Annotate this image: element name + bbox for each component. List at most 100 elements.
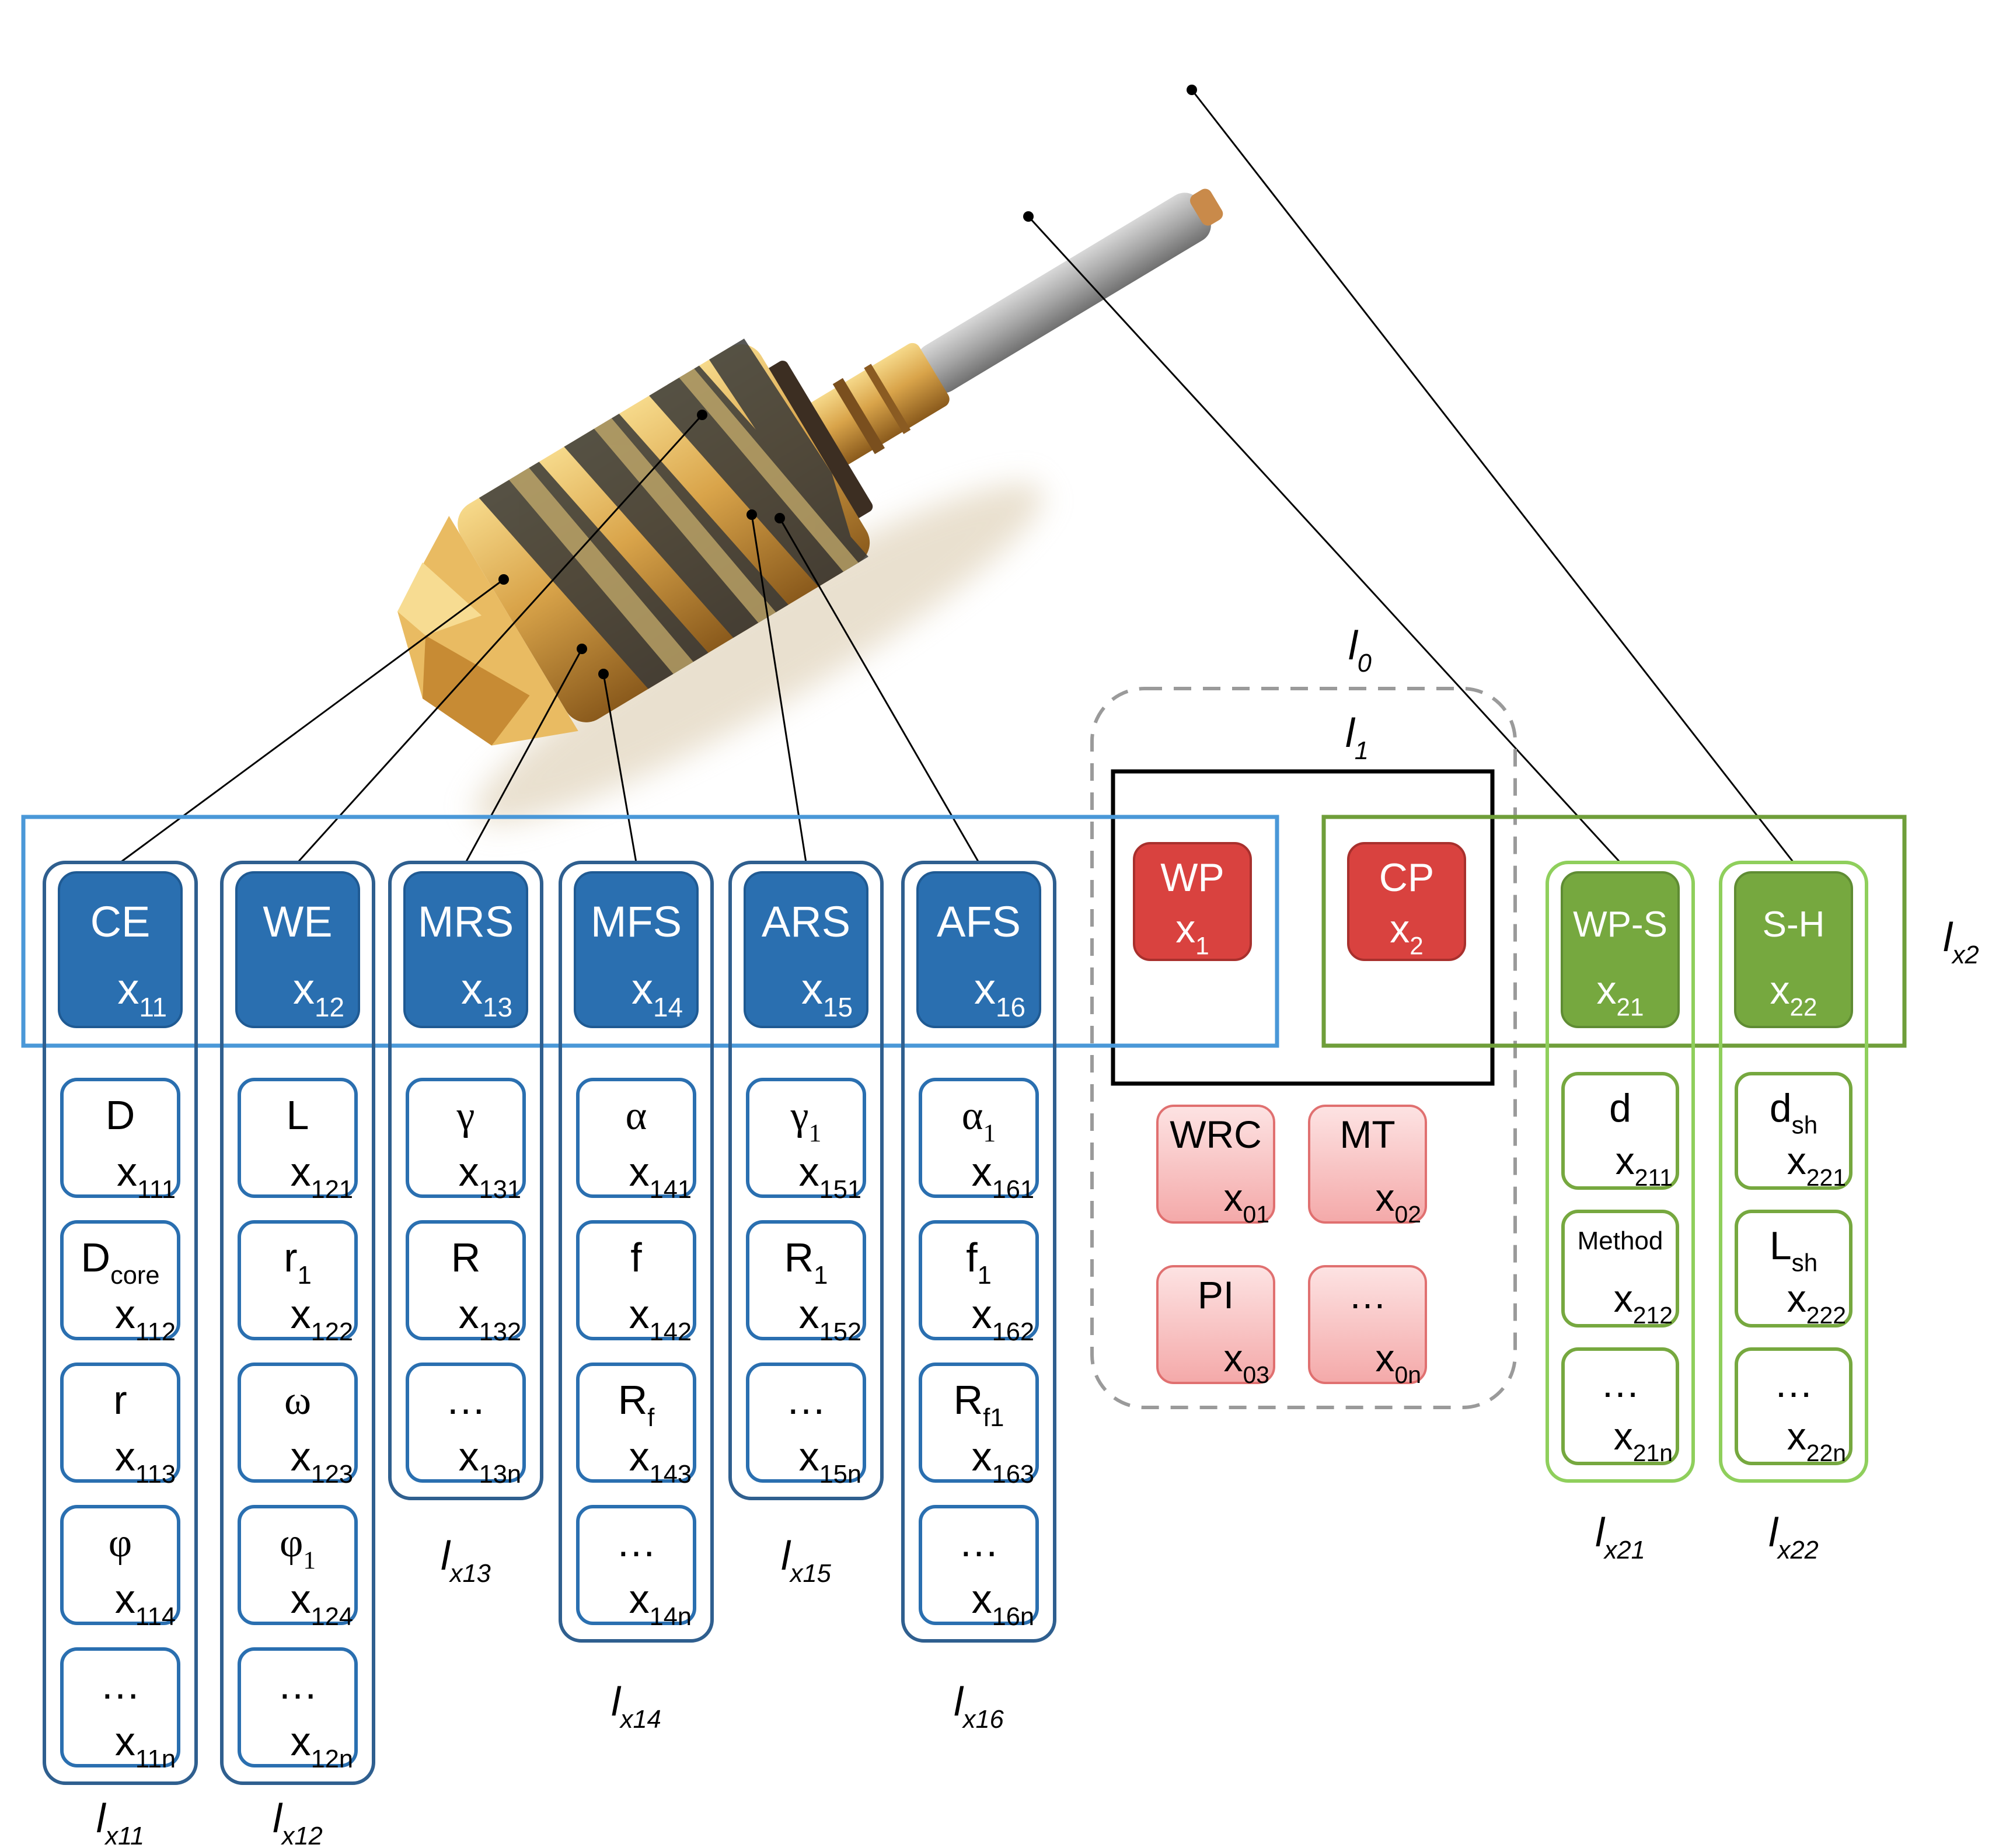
component-variable: x14 — [632, 965, 683, 1022]
pink-box-label: … — [1348, 1273, 1387, 1316]
component-box-s-h — [1734, 871, 1853, 1028]
parameter-box — [576, 1220, 696, 1340]
column-outline — [901, 861, 1056, 1643]
component-box-mfs — [574, 871, 699, 1028]
level-label-l0: l0 — [1348, 623, 1372, 677]
condition-box: PI x03 — [1156, 1265, 1275, 1388]
parameter-box — [406, 1363, 526, 1483]
pink-box-label: WRC — [1170, 1113, 1262, 1156]
pink-box-variable: x02 — [1375, 1176, 1421, 1228]
parameter-symbol: α — [626, 1094, 647, 1138]
component-variable: x12 — [293, 965, 344, 1022]
group-label-x11: lx11 — [96, 1795, 144, 1848]
red-box-variable: x1 — [1175, 907, 1209, 959]
parameter-variable: x14n — [629, 1576, 692, 1631]
parameter-box — [1735, 1210, 1853, 1328]
parameter-variable: x15n — [799, 1434, 861, 1489]
component-variable: x22 — [1770, 968, 1817, 1021]
red-box-label: WP — [1160, 855, 1224, 900]
column-outline — [388, 861, 543, 1500]
pink-box — [1308, 1265, 1427, 1384]
parameter-symbol: Lsh — [1770, 1224, 1817, 1276]
tool-neck — [808, 343, 950, 466]
parameter-box — [576, 1363, 696, 1483]
parameter-variable: x221 — [1787, 1139, 1846, 1191]
lx2-green-frame — [1321, 815, 1907, 1048]
condition-box: …x0n — [1308, 1265, 1427, 1388]
column-outline — [1719, 861, 1868, 1483]
parameter-box — [1735, 1072, 1853, 1190]
column-outline — [43, 861, 198, 1785]
parameter-box — [60, 1505, 180, 1625]
parameter-symbol: … — [958, 1519, 999, 1565]
parameter-box — [746, 1078, 866, 1198]
parameter-variable: x112 — [115, 1291, 176, 1346]
parameter-box — [406, 1220, 526, 1340]
parameter-symbol: d — [1609, 1086, 1631, 1130]
parameter-symbol: ω — [284, 1378, 311, 1423]
parameter-box — [1735, 1347, 1853, 1465]
parameter-box — [746, 1363, 866, 1483]
lx1-blue-frame — [21, 815, 1279, 1048]
parameter-variable: x162 — [972, 1291, 1034, 1346]
parameter-box — [406, 1078, 526, 1198]
component-variable: x11 — [117, 965, 167, 1022]
parameter-symbol: L — [287, 1092, 309, 1138]
parameter-box — [238, 1647, 358, 1767]
parameter-variable: x212 — [1614, 1277, 1673, 1329]
component-label: AFS — [937, 897, 1021, 946]
parameter-box — [60, 1078, 180, 1198]
parameter-variable: x143 — [629, 1434, 692, 1489]
component-label: ARS — [762, 897, 850, 946]
level-1-frame — [1111, 769, 1495, 1086]
parameter-symbol: f — [630, 1235, 642, 1280]
pink-box-variable: x03 — [1223, 1336, 1269, 1388]
component-variable: x21 — [1597, 968, 1644, 1021]
parameter-symbol: φ1 — [280, 1521, 316, 1574]
parameter-box — [60, 1363, 180, 1483]
component-label: WE — [263, 897, 332, 946]
parameter-symbol: r — [113, 1377, 127, 1423]
component-box-afs — [916, 871, 1041, 1028]
parameter-box — [919, 1078, 1039, 1198]
component-label: MRS — [418, 897, 514, 946]
parameter-variable: x113 — [115, 1434, 176, 1489]
tool-shadow — [474, 483, 1044, 824]
parameter-variable: x151 — [799, 1149, 861, 1204]
parameter-box — [60, 1647, 180, 1767]
component-box-mrs — [403, 871, 528, 1028]
parameter-variable: x114 — [115, 1576, 176, 1631]
component-box-ce — [58, 871, 183, 1028]
parameter-symbol: r1 — [284, 1235, 311, 1290]
parameter-variable: x12n — [291, 1718, 353, 1773]
pink-box-label: PI — [1198, 1273, 1234, 1316]
parameter-symbol: φ — [109, 1521, 132, 1566]
parameter-variable: x142 — [629, 1291, 692, 1346]
component-variable: x15 — [801, 965, 853, 1022]
parameter-box — [746, 1220, 866, 1340]
parameter-variable: x122 — [291, 1291, 353, 1346]
parameter-symbol: … — [786, 1377, 826, 1423]
parameter-box — [576, 1505, 696, 1625]
column-outline — [559, 861, 714, 1643]
parameter-variable: x132 — [459, 1291, 521, 1346]
parameter-symbol: dsh — [1770, 1086, 1817, 1138]
parameter-variable: x22n — [1787, 1414, 1846, 1466]
red-box-label: CP — [1379, 855, 1434, 900]
parameter-symbol: γ — [456, 1094, 475, 1138]
level-label-lx2: lx2 — [1943, 914, 1979, 969]
column-outline — [728, 861, 884, 1500]
parameter-variable: x211 — [1616, 1139, 1673, 1191]
parameter-variable: x111 — [117, 1149, 176, 1204]
component-label: S-H — [1763, 904, 1825, 945]
parameter-box — [1561, 1072, 1679, 1190]
group-label-x16: lx16 — [954, 1679, 1004, 1734]
parameter-symbol: Method — [1578, 1227, 1663, 1255]
